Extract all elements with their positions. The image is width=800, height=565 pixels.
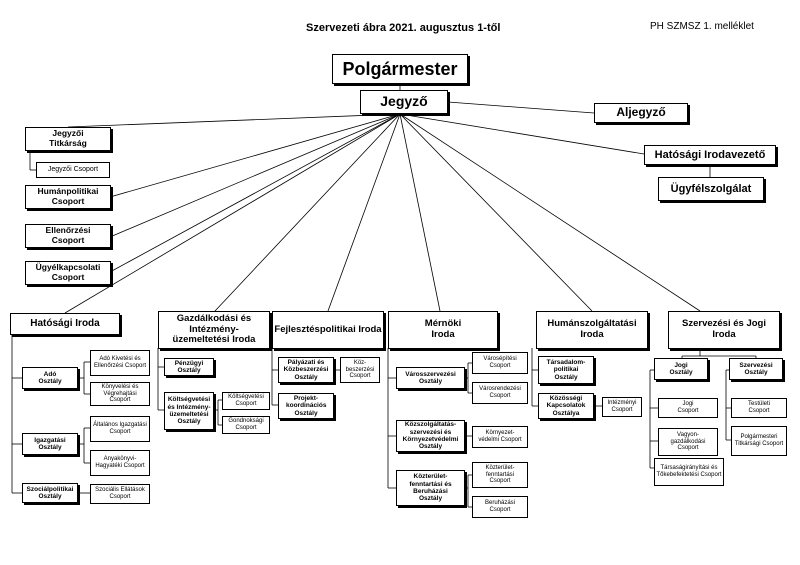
secretariat-box: Jegyzői Titkárság (25, 127, 111, 151)
group-konyvelesi: Könyvelési és Végrehajtási Csoport (90, 382, 150, 406)
dept-igazgatasi: Igazgatási Osztály (22, 433, 78, 455)
group-gondnoksagi: Gondnoksági Csoport (222, 416, 270, 434)
annex-label: PH SZMSZ 1. melléklet (650, 21, 754, 32)
dept-szervezesi: Szervezési Osztály (729, 358, 783, 380)
notary-box: Jegyző (360, 90, 448, 114)
group-tarsasagiranyitasi: Társaságirányítási és Tőkebefektetési Cs… (654, 458, 724, 486)
dept-kozossegi: Közösségi Kapcsolatok Osztálya (538, 393, 594, 419)
group-varosrendezesi: Városrendezési Csoport (472, 382, 528, 404)
office-fejlesztes: Fejlesztéspolitikai Iroda (272, 311, 384, 349)
deputy-notary-box: Aljegyző (594, 103, 688, 123)
dept-kozterulet: Közterület-fenntartási és Beruházási Osz… (396, 470, 465, 506)
dept-tarsadalompolitikai: Társadalom-politikai Osztály (538, 356, 594, 384)
office-gazdalkodasi: Gazdálkodási és Intézmény-üzemeltetési I… (158, 311, 270, 349)
group-polgarmesteri-titkarsagi: Polgármesteri Titkársági Csoport (731, 426, 787, 456)
dept-koltsegvetesi: Költségvetési és Intézmény-üzemeltetési … (164, 392, 214, 430)
group-szocialis: Szociális Ellátások Csoport (90, 484, 150, 504)
dept-jogi: Jogi Osztály (654, 358, 708, 380)
dept-ado: Adó Osztály (22, 367, 78, 389)
page-title: Szervezeti ábra 2021. augusztus 1-től (306, 22, 501, 34)
secretariat-group-box: Jegyzői Csoport (36, 162, 110, 178)
dept-kozszolgaltatas: Közszolgáltatás-szervezési és Környezetv… (396, 420, 465, 452)
office-szervezesi: Szervezési és Jogi Iroda (668, 311, 780, 349)
dept-penzugyi: Pénzügyi Osztály (164, 358, 214, 376)
mayor-box: Polgármester (332, 54, 468, 84)
group-koltsegvetesi: Költségvetési Csoport (222, 392, 270, 410)
group-anyakonyvi: Anyakönyvi-Hagyatéki Csoport (90, 450, 150, 476)
dept-projekt: Projekt-koordinációs Osztály (278, 393, 334, 419)
office-mernoki: Mérnöki Iroda (388, 311, 498, 349)
office-hatosagi: Hatósági Iroda (10, 313, 120, 335)
authority-head-box: Hatósági Irodavezető (644, 145, 776, 165)
group-kozterulet: Közterület-fenntartási Csoport (472, 462, 528, 488)
control-group-box: Ellenőrzési Csoport (25, 224, 111, 248)
hr-group-box: Humánpolitikai Csoport (25, 185, 111, 209)
group-altalanos: Általános Igazgatási Csoport (90, 416, 150, 442)
group-beruhazasi: Beruházási Csoport (472, 496, 528, 518)
group-vagyongazdalkodasi: Vagyon-gazdálkodási Csoport (658, 428, 718, 456)
group-ado-kivetesi: Adó Kivetési és Ellenőrzési Csoport (90, 350, 150, 376)
dept-varosszervezesi: Városszervezési Osztály (396, 367, 465, 389)
dept-palyazati: Pályázati és Közbeszerzési Osztály (278, 357, 334, 383)
group-kozbeszerzesi: Köz-beszerzési Csoport (340, 357, 380, 383)
group-varosepitesi: Városépítési Csoport (472, 352, 528, 374)
duty-group-box: Ügyélkapcsolati Csoport (25, 261, 111, 285)
customer-service-box: Ügyfélszolgálat (658, 177, 764, 201)
group-kornyezetvedelmi: Környezet-védelmi Csoport (472, 426, 528, 448)
group-jogi: Jogi Csoport (658, 398, 718, 418)
group-testuleti: Testületi Csoport (731, 398, 787, 418)
group-intezmenyi: Intézményi Csoport (602, 397, 642, 417)
dept-szocpol: Szociálpolitikai Osztály (22, 483, 78, 503)
office-human: Humánszolgáltatási Iroda (536, 311, 648, 349)
